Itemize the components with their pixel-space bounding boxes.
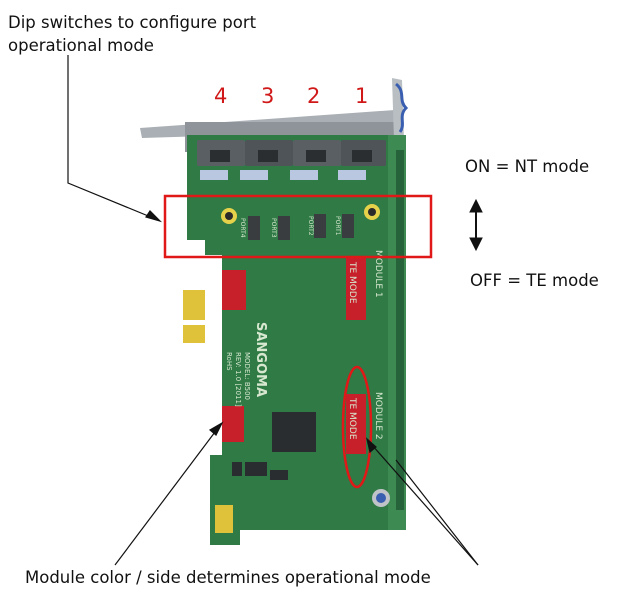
bottom-right-arrow-line2	[395, 459, 479, 566]
module2-mode: TE MODE	[347, 397, 357, 440]
off-te-mode-label: OFF = TE mode	[470, 271, 599, 290]
port-components	[200, 170, 366, 180]
dip-switch-highlight-box	[163, 194, 433, 259]
rj45-ports	[197, 140, 386, 166]
module-color-annotation: Module color / side determines operation…	[25, 568, 431, 587]
port3-silkscreen: PORT3	[270, 218, 277, 238]
annotation-arrows	[67, 55, 479, 566]
dip-switch-annotation-line1: Dip switches to configure port	[8, 13, 257, 32]
red-modules	[222, 258, 366, 454]
port-label-4: 4	[214, 84, 228, 108]
model-silkscreen-2: REV: 1.0 [2011]	[234, 352, 242, 407]
small-chips	[232, 462, 288, 480]
bottom-right-arrowhead1	[365, 437, 377, 454]
mounting-holes	[221, 204, 390, 507]
bottom-right-arrow-line1	[371, 444, 479, 566]
bottom-left-arrow-line	[114, 427, 219, 566]
port-label-1: 1	[355, 84, 369, 108]
on-nt-mode-label: ON = NT mode	[465, 157, 590, 176]
on-off-double-arrow	[469, 198, 483, 252]
dip-arrowhead	[145, 210, 163, 223]
pcie-connector	[183, 290, 233, 533]
module1-mode: TE MODE	[347, 261, 357, 304]
model-silkscreen-3: RoHS	[225, 352, 233, 371]
port1-silkscreen: PORT1	[334, 216, 341, 236]
dip-switch-annotation-line2: operational mode	[8, 36, 154, 55]
module1-silkscreen: MODULE 1	[373, 250, 383, 298]
main-chip	[272, 412, 316, 452]
port2-silkscreen: PORT2	[307, 216, 314, 236]
port-label-3: 3	[261, 84, 275, 108]
module2-silkscreen: MODULE 2	[373, 392, 383, 440]
dip-leader-line	[67, 55, 159, 221]
brand-silkscreen: SANGOMA	[253, 322, 268, 397]
module2-highlight-ellipse	[341, 365, 373, 489]
dip-switches	[248, 214, 354, 240]
port-label-2: 2	[307, 84, 321, 108]
model-silkscreen-1: MODEL: B500	[243, 352, 251, 400]
bottom-left-arrowhead	[208, 421, 224, 436]
port4-silkscreen: PORT4	[239, 218, 246, 238]
